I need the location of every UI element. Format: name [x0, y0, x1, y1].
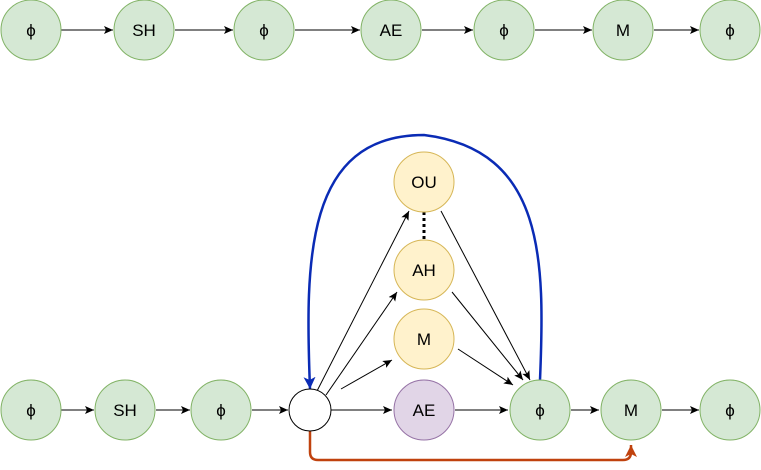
bottom-node-7: M [600, 379, 662, 441]
branch-node-ah: AH [393, 239, 455, 301]
branch-node-ou: OU [393, 151, 455, 213]
branch-edge-to-ah [325, 291, 398, 396]
bottom-node-2-circle [94, 379, 156, 441]
bottom-node-8-circle [699, 379, 761, 441]
bottom-node-8: ϕ [699, 379, 761, 441]
top-node-2-circle [113, 0, 175, 61]
bottom-node-3: ϕ [190, 379, 252, 441]
branch-node-m-label: M [417, 330, 431, 349]
top-node-1-circle [0, 0, 62, 61]
top-node-3: ϕ [233, 0, 295, 61]
top-node-4-label: AE [380, 21, 403, 40]
branch-node-ou-circle [393, 151, 455, 213]
top-node-7-label: ϕ [725, 21, 735, 40]
top-node-7-circle [699, 0, 761, 61]
bottom-node-6: ϕ [509, 379, 571, 441]
branch-edge-to-ou [316, 210, 410, 392]
branch-node-ou-label: OU [411, 173, 437, 192]
top-node-4: AE [360, 0, 422, 61]
top-node-2: SH [113, 0, 175, 61]
bottom-node-5-label: AE [413, 401, 436, 420]
top-node-5: ϕ [473, 0, 535, 61]
top-node-2-label: SH [132, 21, 156, 40]
bottom-node-6-label: ϕ [535, 401, 545, 420]
top-node-5-circle [473, 0, 535, 61]
bottom-node-8-label: ϕ [725, 401, 735, 420]
top-node-3-label: ϕ [259, 21, 269, 40]
bottom-node-3-label: ϕ [216, 401, 226, 420]
bottom-node-5-circle [393, 379, 455, 441]
bottom-node-6-circle [509, 379, 571, 441]
bottom-node-1-label: ϕ [26, 401, 36, 420]
branch-node-m: M [393, 308, 455, 370]
merge-edge-from-m [457, 348, 514, 386]
top-node-3-circle [233, 0, 295, 61]
branch-node-ah-circle [393, 239, 455, 301]
merge-edge-from-ou [440, 210, 531, 381]
branch-junction-node-circle [288, 388, 332, 432]
bottom-node-1-circle [0, 379, 62, 441]
branch-junction-node [288, 388, 332, 432]
merge-edge-from-ah [451, 291, 524, 381]
branch-node-m-circle [393, 308, 455, 370]
bottom-node-2: SH [94, 379, 156, 441]
branch-edge-to-m [340, 359, 393, 390]
top-node-6: M [592, 0, 654, 61]
bottom-node-1: ϕ [0, 379, 62, 441]
top-node-1-label: ϕ [26, 21, 36, 40]
top-node-1: ϕ [0, 0, 62, 61]
loop-back-edge [303, 133, 543, 390]
bottom-node-7-circle [600, 379, 662, 441]
skip-edge [308, 431, 637, 462]
top-node-5-label: ϕ [499, 21, 509, 40]
bottom-node-2-label: SH [113, 401, 137, 420]
top-node-6-label: M [616, 21, 630, 40]
top-node-4-circle [360, 0, 422, 61]
bottom-node-3-circle [190, 379, 252, 441]
bottom-node-7-label: M [624, 401, 638, 420]
bottom-node-5: AE [393, 379, 455, 441]
branch-node-ah-label: AH [412, 261, 436, 280]
top-node-6-circle [592, 0, 654, 61]
top-node-7: ϕ [699, 0, 761, 61]
